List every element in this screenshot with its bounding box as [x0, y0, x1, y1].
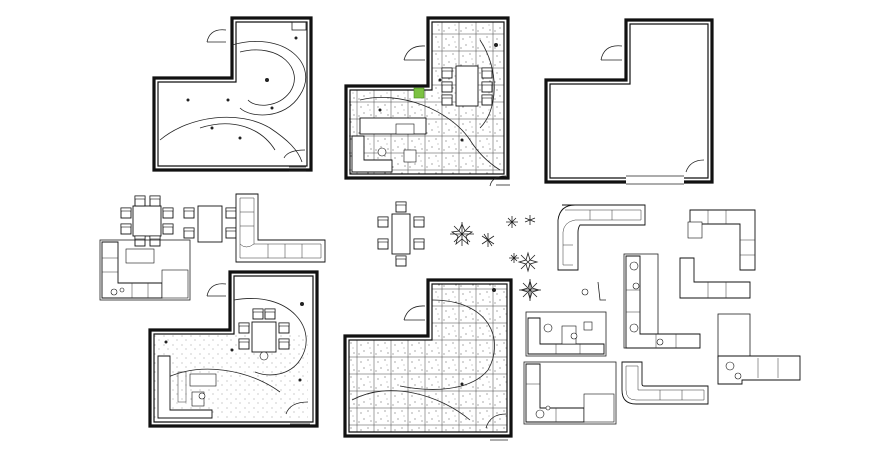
block-dining-set-a	[120, 195, 174, 247]
block-sofa-corner-b	[679, 257, 751, 299]
block-dining-set-b	[183, 205, 237, 243]
block-sofa-set-tall	[623, 253, 701, 349]
block-l-sofa	[235, 193, 326, 263]
block-sofa-corner-a	[687, 209, 756, 271]
block-lamp	[581, 281, 606, 331]
block-l-sofa-bottom	[621, 361, 709, 405]
plan-4-furnished-ceiling	[148, 270, 319, 428]
plan-3-outline	[544, 18, 714, 185]
block-dining-set-vertical	[377, 201, 425, 267]
plan-1-ceiling	[152, 16, 313, 172]
block-sofa-set-small	[525, 311, 607, 357]
block-sofa-curved	[557, 204, 646, 271]
block-corner-sofa-set	[99, 239, 191, 301]
plan-5-tiled-floor	[343, 278, 513, 441]
plan-2-furnished	[344, 16, 510, 187]
block-plants	[450, 215, 541, 301]
green-fixture-icon	[413, 87, 425, 99]
block-corner-sofa-right	[717, 313, 801, 385]
block-sofa-set-bottom	[523, 361, 617, 425]
